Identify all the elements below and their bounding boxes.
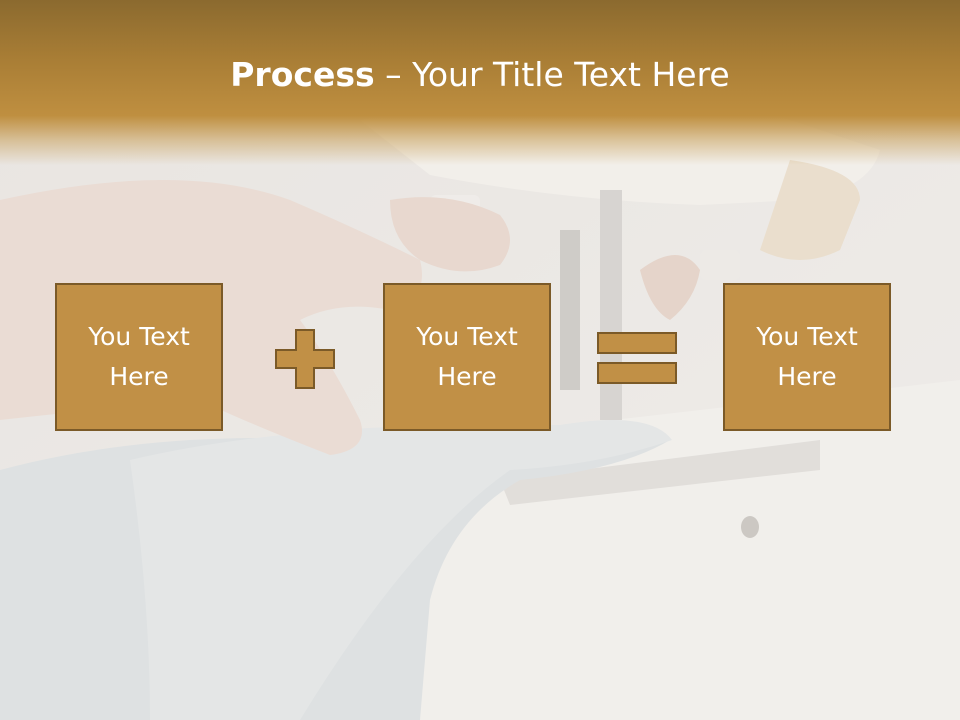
process-box-2: You Text Here: [383, 283, 551, 431]
slide-title: Process – Your Title Text Here: [0, 52, 960, 98]
process-box-1-text: You Text Here: [88, 322, 190, 391]
title-text: Your Title Text Here: [412, 55, 730, 94]
plus-icon: [275, 329, 335, 389]
equals-icon: [597, 332, 677, 384]
title-band: [0, 0, 960, 165]
process-box-3-text: You Text Here: [756, 322, 858, 391]
title-bold: Process: [230, 55, 375, 94]
process-box-3: You Text Here: [723, 283, 891, 431]
title-dash: –: [374, 55, 413, 94]
process-box-1: You Text Here: [55, 283, 223, 431]
process-box-2-text: You Text Here: [416, 322, 518, 391]
